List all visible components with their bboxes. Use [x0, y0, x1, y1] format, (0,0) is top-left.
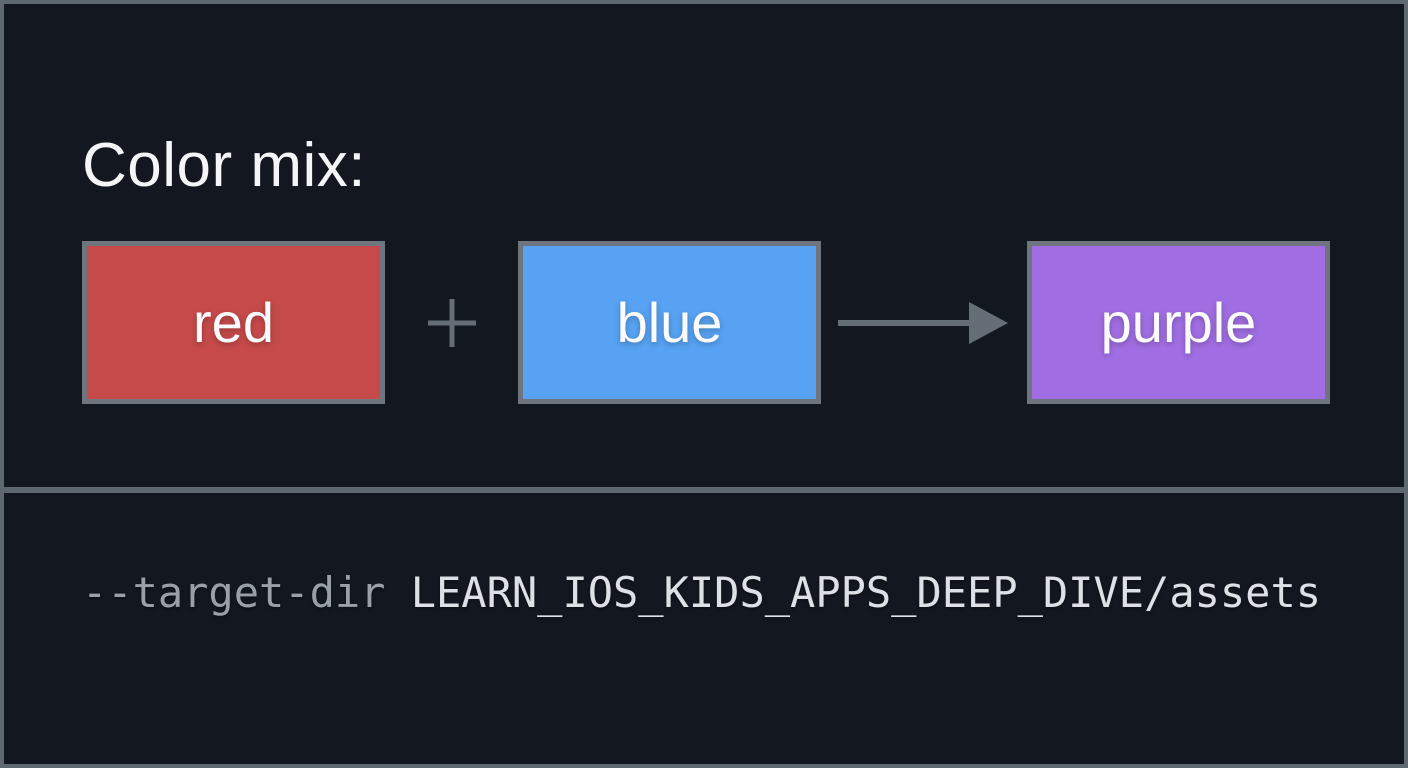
color-box-label: purple: [1100, 291, 1257, 355]
color-mix-title: Color mix:: [82, 131, 367, 200]
command-text: --target-dir LEARN_IOS_KIDS_APPS_DEEP_DI…: [82, 568, 1404, 617]
right-arrow-icon: [838, 301, 1008, 344]
color-mix-diagram: red blue purple: [82, 241, 1404, 405]
plus-operator: [385, 297, 518, 349]
plus-icon: [427, 298, 476, 347]
color-box-label: blue: [616, 291, 723, 355]
command-space: [385, 568, 410, 617]
color-mix-panel: Color mix: red blue pu: [4, 4, 1404, 493]
color-box-label: red: [193, 291, 274, 355]
command-path: LEARN_IOS_KIDS_APPS_DEEP_DIVE/assets: [410, 568, 1322, 617]
command-panel: --target-dir LEARN_IOS_KIDS_APPS_DEEP_DI…: [4, 493, 1404, 764]
command-flag: --target-dir: [82, 568, 386, 617]
color-box-blue: blue: [518, 241, 821, 405]
color-box-purple: purple: [1027, 241, 1330, 405]
arrow-cell: [821, 299, 1027, 347]
color-box-red: red: [82, 241, 385, 405]
